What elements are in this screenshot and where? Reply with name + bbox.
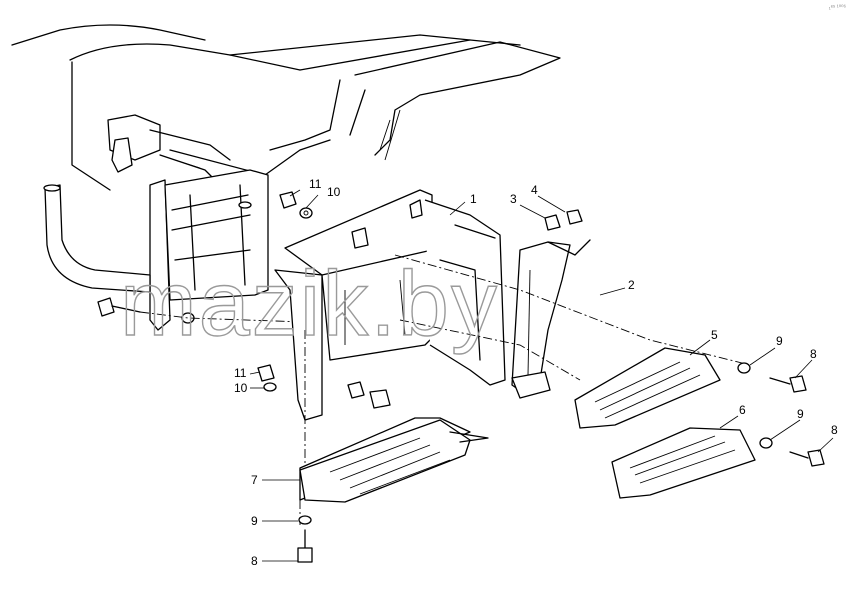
callout-8-right-upper: 8 xyxy=(810,347,817,361)
callout-3: 3 xyxy=(510,192,517,206)
part-7-step xyxy=(299,417,489,503)
callout-10-upper: 10 xyxy=(327,185,341,199)
step-6-tread-pattern xyxy=(629,435,736,484)
callout-11-upper: 11 xyxy=(309,177,322,191)
callout-7: 7 xyxy=(251,473,258,487)
part-5-step xyxy=(574,347,721,429)
bottom-bolt-assembly xyxy=(297,515,313,563)
nut-washer-upper xyxy=(279,191,313,219)
tractor-body-outline xyxy=(11,24,561,191)
callout-4: 4 xyxy=(531,183,538,197)
step-5-tread-pattern xyxy=(594,361,701,419)
part-1-main-bracket xyxy=(274,189,506,421)
right-bolt-assemblies xyxy=(737,362,825,467)
callout-6: 6 xyxy=(739,403,746,417)
callout-11-lower: 11 xyxy=(234,366,247,380)
left-bolt-assembly xyxy=(97,297,306,324)
callout-1: 1 xyxy=(470,192,477,206)
left-side-frame xyxy=(149,169,269,331)
watermark-text: mazik.by xyxy=(120,253,499,355)
callout-2: 2 xyxy=(628,278,635,292)
callout-leaders xyxy=(249,189,834,562)
callout-8-right-lower: 8 xyxy=(831,423,838,437)
callout-9-bottom: 9 xyxy=(251,514,258,528)
step-7-tread-pattern xyxy=(329,437,451,495)
part-6-step xyxy=(611,427,756,499)
nut-washer-lower xyxy=(257,364,391,409)
rear-hitch-bracket xyxy=(107,114,231,186)
part-2-side-panel xyxy=(511,239,591,399)
callout-9-right-upper: 9 xyxy=(776,334,783,348)
corner-mark: ₁ᵉˢ ¹⁰⁰⁶ xyxy=(828,5,846,11)
callout-10-lower: 10 xyxy=(234,381,248,395)
callout-5: 5 xyxy=(711,328,718,342)
callout-8-bottom: 8 xyxy=(251,554,258,568)
handrail xyxy=(43,184,151,293)
callout-9-right-lower: 9 xyxy=(797,407,804,421)
nuts-3-4 xyxy=(544,209,583,231)
